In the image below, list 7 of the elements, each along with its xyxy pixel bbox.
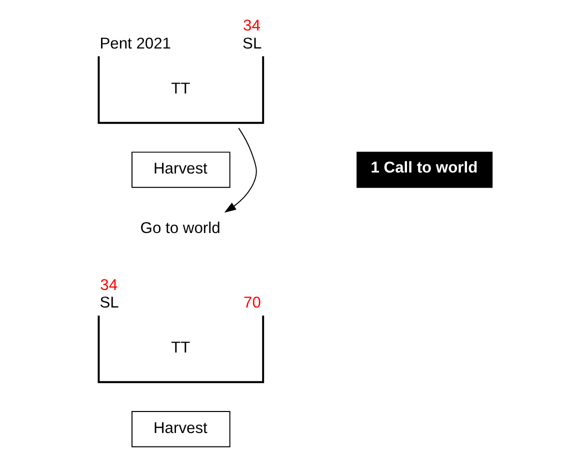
node-box: Harvest — [131, 152, 230, 188]
node-text: Go to world — [140, 220, 220, 238]
arrow — [224, 128, 256, 213]
node-box: Harvest — [131, 411, 230, 448]
node-box: 1 Call to world — [356, 152, 492, 188]
node-text: Pent 2021 34 SL TT — [99, 18, 262, 98]
node-text: 34 SL 70 TT — [99, 276, 260, 357]
